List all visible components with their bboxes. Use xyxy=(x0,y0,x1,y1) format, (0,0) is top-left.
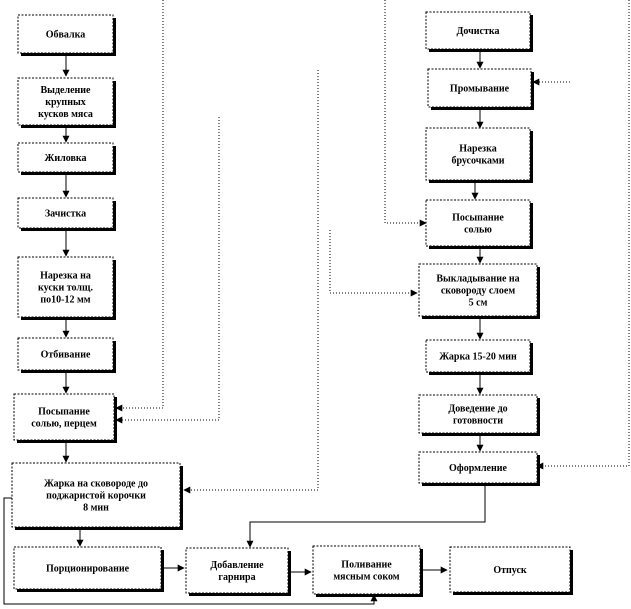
node-obvalka: Обвалка xyxy=(17,14,116,56)
connector-dotted-posypanie-1 xyxy=(115,0,164,412)
node-label-line: Порционирование xyxy=(46,564,130,575)
node-label-line: Дочистка xyxy=(457,26,500,37)
node-label-line: Промывание xyxy=(450,84,510,95)
node-label-line: Посыпание xyxy=(452,213,504,224)
node-box xyxy=(17,256,114,318)
node-label-line: Выкладывание на xyxy=(436,274,519,285)
node-zharka-15-20: Жарка 15-20 мин xyxy=(425,339,533,375)
node-label-line: Поливание xyxy=(341,560,392,571)
node-box xyxy=(425,339,531,373)
node-box xyxy=(13,546,162,590)
node-label-line: Оформление xyxy=(449,463,507,474)
node-label-line: 5 см xyxy=(469,298,488,309)
node-label-line: солью xyxy=(464,225,492,236)
node-label-line: солью, перцем xyxy=(31,419,97,430)
node-box xyxy=(418,394,538,434)
node-label-line: кусков мяса xyxy=(38,109,93,120)
node-label-line: куски толщ. xyxy=(38,283,93,294)
node-label-line: готовности xyxy=(453,416,503,427)
node-zachistka-left: Зачистка xyxy=(17,197,116,231)
node-label-line: поджаристой корочки xyxy=(46,491,146,502)
connector-oformlenie-garnir xyxy=(246,483,486,548)
connector-dotted-vykladyvanie xyxy=(329,230,418,297)
node-box xyxy=(17,197,114,229)
node-label-line: Жиловка xyxy=(44,153,86,164)
node-box xyxy=(418,263,538,317)
node-dochistka: Дочистка xyxy=(425,11,533,52)
node-label-line: мясным соком xyxy=(333,572,399,583)
node-portsionirovanie: Порционирование xyxy=(13,546,164,592)
node-box xyxy=(185,547,289,594)
node-box xyxy=(449,546,571,593)
node-box xyxy=(17,14,114,54)
node-box xyxy=(17,337,114,371)
node-label-line: 8 мин xyxy=(83,503,109,514)
node-box xyxy=(17,142,114,173)
node-box xyxy=(312,545,421,595)
node-box xyxy=(425,199,531,247)
connector-dotted-zharka xyxy=(183,70,319,494)
node-label-line: Жарка на сковороде до xyxy=(44,479,148,490)
node-label-line: Доведение до xyxy=(448,404,507,415)
connector-zharka-loop xyxy=(3,497,378,605)
node-box xyxy=(427,68,532,108)
node-label-line: Добавление xyxy=(210,560,264,571)
node-label-line: Нарезка xyxy=(459,144,496,155)
connectors xyxy=(3,0,630,605)
connector-dotted-posypanie-2 xyxy=(115,117,220,424)
node-promyvanie: Промывание xyxy=(427,68,534,110)
node-label-line: Обвалка xyxy=(46,30,86,41)
node-box xyxy=(17,77,114,126)
node-box xyxy=(418,451,538,484)
node-label-line: по10-12 мм xyxy=(40,295,90,306)
node-label-line: Выделение xyxy=(41,85,92,96)
node-label-line: Отпуск xyxy=(493,565,527,576)
node-box xyxy=(11,462,181,528)
node-label-line: гарнира xyxy=(218,572,255,583)
node-label-line: Жарка 15-20 мин xyxy=(439,352,517,363)
connector-dotted-posypanie-solyu xyxy=(384,0,427,227)
node-otpusk: Отпуск xyxy=(449,546,573,595)
node-label-line: Нарезка на xyxy=(40,271,91,282)
node-label-line: брусочками xyxy=(451,156,504,167)
node-box xyxy=(13,393,115,441)
node-label-line: сковороду слоем xyxy=(441,286,515,297)
node-label-line: Отбивание xyxy=(41,350,91,361)
node-box xyxy=(425,11,531,50)
node-label-line: Зачистка xyxy=(45,209,86,220)
node-label-line: Посыпание xyxy=(38,407,90,418)
node-otbivanie: Отбивание xyxy=(17,337,116,373)
node-box xyxy=(425,127,531,181)
connector-dotted-oformlenie xyxy=(536,0,630,470)
node-zhilovka: Жиловка xyxy=(17,142,116,175)
node-label-line: крупных xyxy=(45,97,86,108)
node-oformlenie: Оформление xyxy=(418,451,540,486)
